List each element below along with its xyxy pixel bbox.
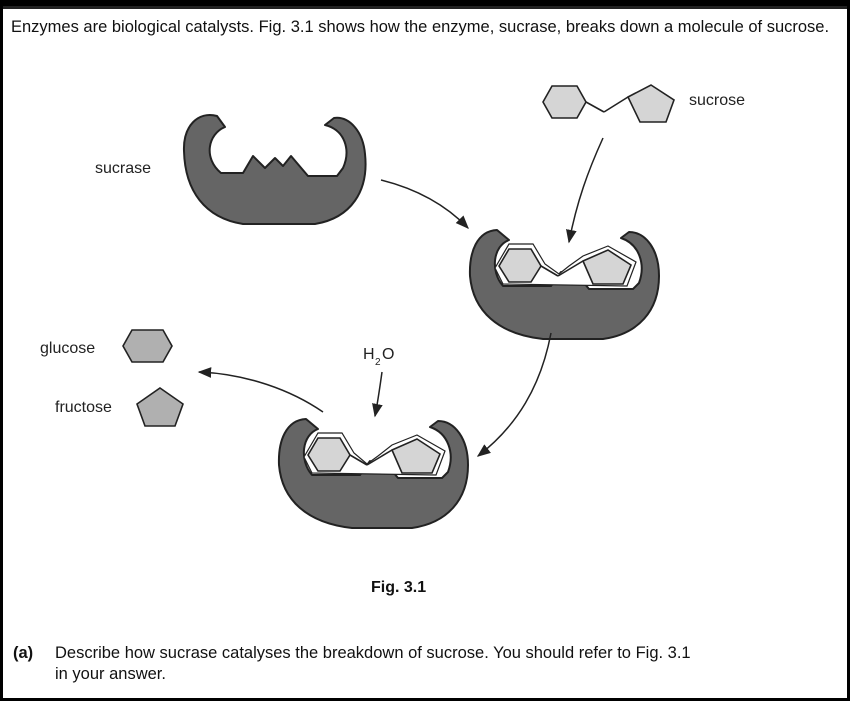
- enzyme-diagram: sucrose sucrase glucose fructose H: [40, 84, 745, 596]
- arrow-water-in: [372, 371, 383, 418]
- water-label-o: O: [382, 346, 394, 363]
- enzyme-substrate-complex: [468, 229, 660, 340]
- complex-glucose-ring: [498, 248, 542, 283]
- glucose-molecule: [122, 329, 173, 363]
- sucrose-label: sucrose: [689, 92, 745, 109]
- top-border: [3, 6, 847, 9]
- enzyme-product-complex: [277, 418, 469, 529]
- question-text-line-2: in your answer.: [55, 665, 166, 683]
- water-label-subscript: 2: [375, 357, 381, 368]
- sucrose-glucose-ring: [542, 85, 587, 119]
- sucrase-label: sucrase: [95, 160, 151, 177]
- complex-fructose-ring: [581, 249, 632, 285]
- question-text: Describe how sucrase catalyses the break…: [55, 643, 835, 685]
- product-glucose-ring: [307, 437, 351, 472]
- product-fructose-ring: [390, 438, 441, 474]
- fructose-molecule: [136, 387, 184, 427]
- worksheet: Enzymes are biological catalysts. Fig. 3…: [3, 6, 847, 698]
- fructose-label: fructose: [55, 399, 112, 416]
- arrow-sucrase-to-complex: [380, 179, 469, 229]
- glucose-label: glucose: [40, 340, 95, 357]
- question-text-line-1: Describe how sucrase catalyses the break…: [55, 644, 691, 662]
- sucrase-enzyme: [182, 114, 367, 225]
- figure-caption: Fig. 3.1: [371, 579, 426, 596]
- sucrose-fructose-ring: [626, 84, 675, 123]
- question-label: (a): [13, 644, 34, 662]
- intro-text: Enzymes are biological catalysts. Fig. 3…: [11, 18, 830, 36]
- arrow-sucrose-to-complex: [566, 137, 604, 244]
- water-label-h: H: [363, 346, 375, 363]
- sucrose-molecule: [542, 84, 675, 123]
- arrow-products-out: [197, 367, 324, 413]
- arrow-complex-to-products: [476, 332, 552, 457]
